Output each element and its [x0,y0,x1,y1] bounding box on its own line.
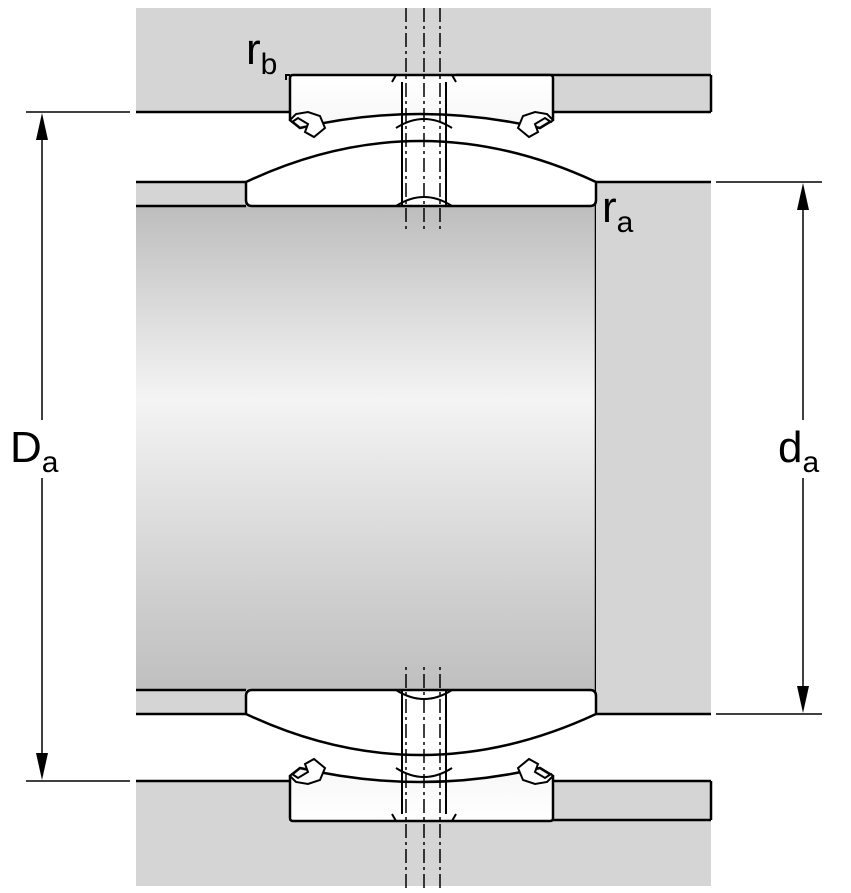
centerline-lower [405,666,441,888]
lube-groove-lower [391,689,457,822]
lube-groove-upper [391,74,457,207]
lube-hole-upper [401,82,447,206]
Da-label: Da [10,423,59,479]
Da-arrow-bottom [36,753,48,780]
shaft-body [136,206,596,690]
rb-corner [285,74,290,80]
rb-label: rb [246,25,277,81]
outer-ring-lower [288,766,555,823]
centerline-upper [405,8,441,230]
shaft [136,180,711,716]
da-extension-lines [716,181,822,715]
da-label: da [778,423,819,479]
outer-ring-upper [288,73,555,130]
da-arrow-top [797,183,809,210]
Da-extension-lines [26,111,130,782]
shaft-shoulder [596,182,711,714]
inner-ring-upper [244,139,598,208]
da-arrow-bottom [797,686,809,713]
seal-lower-left [288,757,327,786]
seal-upper-left [288,110,327,139]
lube-hole-lower [401,690,447,814]
ra-label: ra [602,183,634,239]
shaft-left-bottom-band [136,690,246,714]
bearing-lower [244,666,598,888]
shaft-left-top-band [136,182,246,206]
seal-lower-right [516,757,555,786]
dimension-da: da [716,181,822,715]
inner-ring-lower [244,688,598,757]
shaft-shoulder-edges [596,180,711,716]
seal-upper-right [516,110,555,139]
dimension-Da: Da [10,111,130,782]
bearing-upper [244,8,598,230]
Da-arrow-top [36,113,48,140]
shaft-left-lines [136,180,246,716]
